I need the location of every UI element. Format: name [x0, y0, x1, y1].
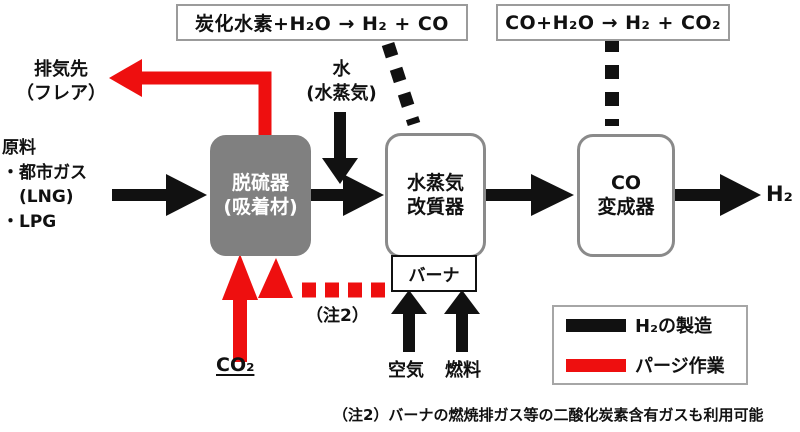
fuel-arrow-shaft	[456, 312, 468, 352]
water-label: 水 (水蒸気)	[306, 59, 377, 105]
co-converter-box: CO 変成器	[577, 134, 675, 257]
desulfurizer-label: 脱硫器 (吸着材)	[223, 171, 298, 218]
purge-arrows	[109, 59, 394, 362]
burner-box: バーナ	[391, 255, 477, 292]
air-arrow-shaft	[403, 312, 415, 352]
air-label: 空気	[388, 360, 424, 381]
purge-exhaust-line	[140, 71, 272, 140]
h2-flow-arrows	[112, 112, 761, 352]
desulfurizer-box: 脱硫器 (吸着材)	[210, 135, 311, 256]
legend-row-h2: H₂の製造	[566, 312, 734, 338]
reformer-label: 水蒸気 改質器	[406, 171, 464, 218]
water-arrow-head	[322, 158, 358, 184]
legend-label-h2: H₂の製造	[635, 316, 712, 337]
burner-label: バーナ	[408, 266, 460, 286]
desulfurizer-to-reformer-shaft	[305, 189, 345, 201]
co2-input-label: CO₂	[216, 354, 255, 376]
legend-swatch-black	[566, 318, 626, 332]
reforming-reaction-text: 炭化水素+H₂O → H₂ + CO	[195, 13, 449, 35]
reformer-to-converter-shaft	[480, 189, 533, 201]
exhaust-label: 排気先 （フレア）	[16, 59, 106, 105]
water-arrow-shaft	[334, 112, 346, 160]
fuel-label: 燃料	[445, 360, 481, 381]
legend-row-purge: パージ作業	[566, 352, 734, 378]
burner-gas-arrow-head	[258, 258, 293, 298]
air-arrow-head	[391, 290, 427, 314]
purge-exhaust-head	[109, 59, 142, 97]
co-converter-label: CO 変成器	[597, 171, 655, 218]
desulfurizer-to-reformer-head	[343, 174, 384, 216]
converter-to-h2-head	[720, 174, 761, 216]
h2-output-label: H₂	[766, 182, 793, 206]
note2-ref-label: （注2）	[306, 306, 369, 326]
reformer-box: 水蒸気 改質器	[385, 133, 486, 258]
co2-arrow-head	[222, 254, 258, 300]
reformer-to-converter-head	[531, 174, 574, 216]
reforming-reaction-link-dotted	[381, 41, 421, 127]
feed-arrow-shaft	[112, 189, 168, 201]
reforming-reaction-box: 炭化水素+H₂O → H₂ + CO	[176, 4, 468, 41]
fuel-arrow-head	[444, 290, 480, 314]
footnote: （注2）バーナの燃焼排ガス等の二酸化炭素含有ガスも利用可能	[333, 406, 764, 424]
converter-to-h2-shaft	[668, 189, 722, 201]
shift-reaction-text: CO+H₂O → H₂ + CO₂	[505, 11, 721, 34]
legend-box: H₂の製造 パージ作業	[552, 305, 748, 385]
shift-reaction-box: CO+H₂O → H₂ + CO₂	[496, 4, 730, 41]
legend-swatch-red	[566, 358, 626, 372]
co2-arrow-shaft	[233, 296, 247, 362]
feed-arrow-head	[166, 174, 207, 216]
feedstock-label: 原料 ・都市ガス (LNG) ・LPG	[2, 138, 87, 232]
legend-label-purge: パージ作業	[635, 356, 725, 377]
